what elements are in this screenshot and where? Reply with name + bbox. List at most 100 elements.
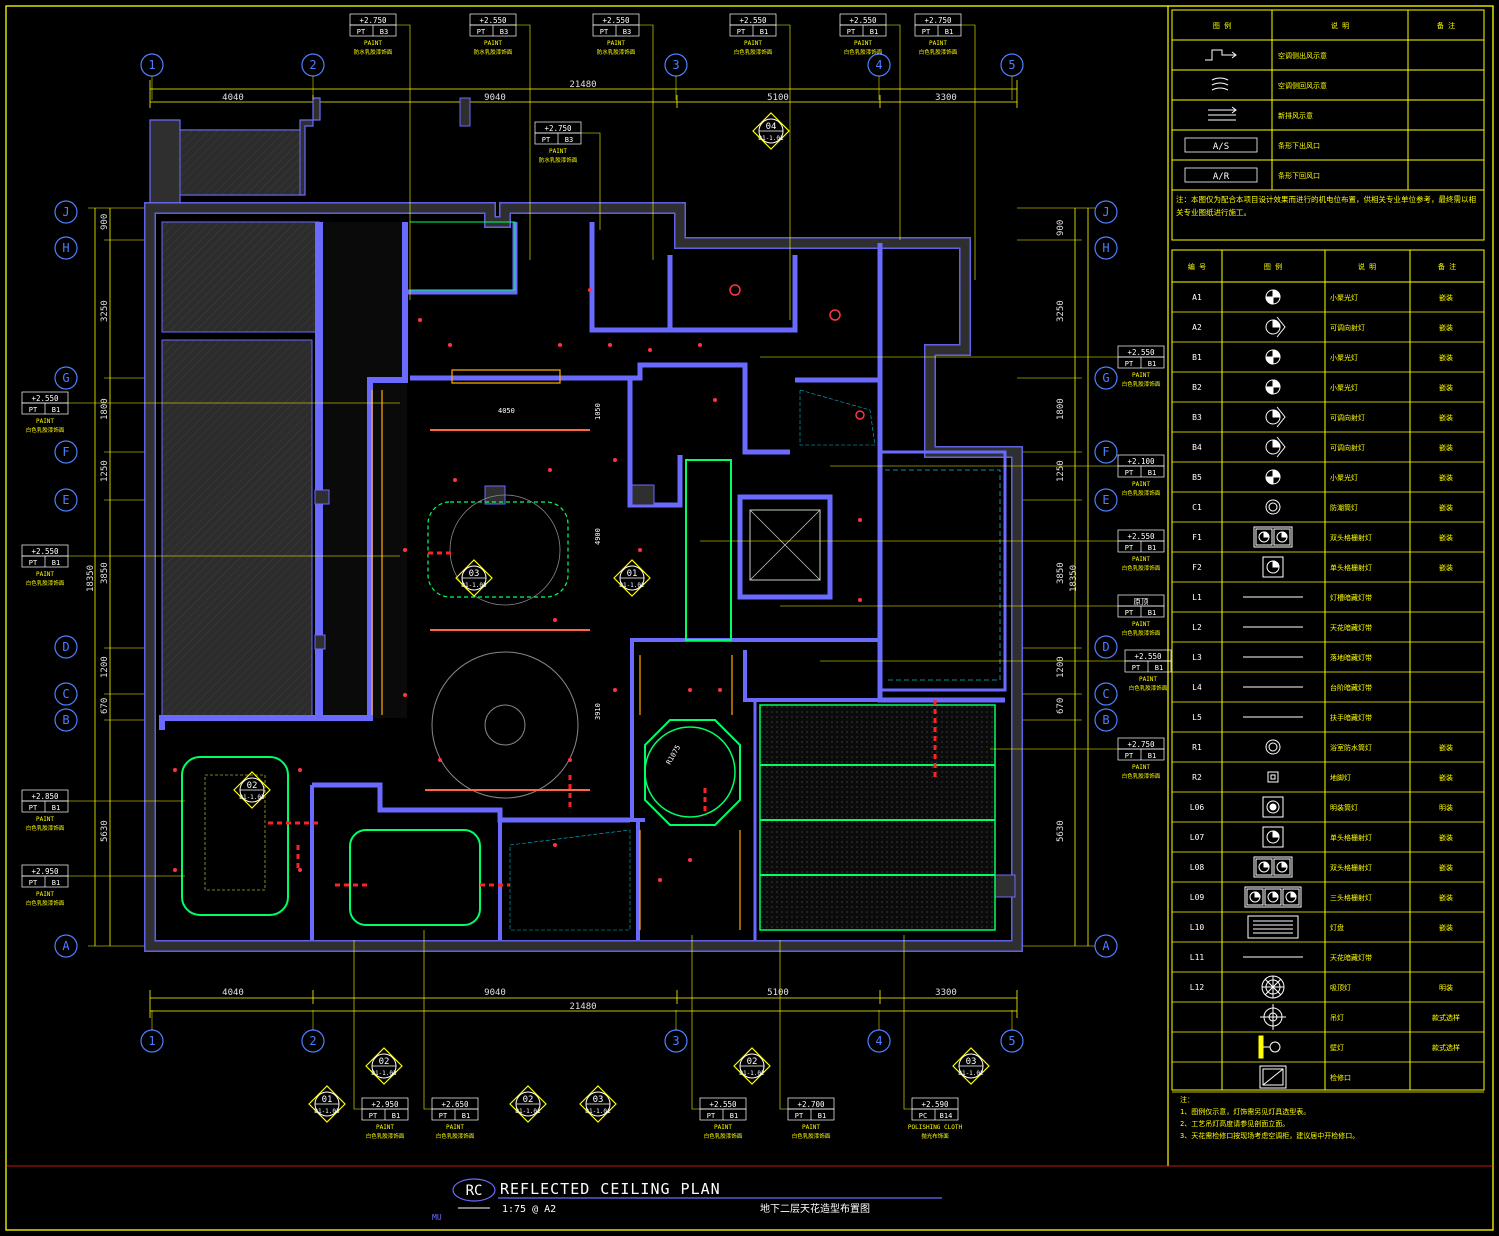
grid-letter: H — [62, 241, 69, 255]
light-code: L06 — [1190, 803, 1205, 812]
light-description: 天花暗藏灯带 — [1330, 623, 1372, 632]
tag-code: PT — [737, 28, 746, 36]
light-remark: 明装 — [1439, 803, 1453, 812]
tag-finish: PAINT — [364, 40, 382, 47]
room-dimension: 3910 — [594, 703, 602, 720]
supply-air-icon — [1205, 49, 1237, 61]
light-description: 吸顶灯 — [1330, 983, 1351, 992]
room-dimension: 4900 — [594, 528, 602, 545]
light-description: 浴室防水筒灯 — [1330, 743, 1372, 752]
section-reference: D1-1.03 — [239, 794, 265, 801]
section-reference: D1-1.03 — [371, 1070, 397, 1077]
tag-finish: PAINT — [744, 40, 762, 47]
tag-level: +2.550 — [849, 16, 877, 25]
grid-bubble-B: B — [54, 708, 78, 732]
light-remark: 嵌装 — [1439, 773, 1453, 782]
tag-finish: PAINT — [36, 816, 54, 823]
access-panel-icon — [1259, 1065, 1287, 1089]
grid-number: 2 — [309, 1034, 316, 1048]
title-block: RC REFLECTED CEILING PLAN 1:75 @ A2 地下二层… — [432, 1178, 942, 1222]
triple-grille-light-icon — [1244, 886, 1302, 908]
grid-bubble-5: 5 — [1000, 1029, 1024, 1053]
grid-bubble-A: A — [1094, 934, 1118, 958]
light-code: C1 — [1192, 503, 1202, 512]
tag-code: PT — [1125, 469, 1134, 477]
section-reference: D1-1.01 — [758, 135, 784, 142]
light-description: 灯盘 — [1330, 923, 1344, 932]
tag-finish: PAINT — [1132, 556, 1150, 563]
tag-finish: PAINT — [376, 1124, 394, 1131]
light-description: 扶手暗藏灯带 — [1330, 713, 1372, 722]
light-code: F1 — [1192, 533, 1202, 542]
sheet-frame — [5, 5, 1494, 1231]
grid-bubble-J: J — [54, 200, 78, 224]
hatched-storage — [161, 339, 313, 719]
tag-ref: B1 — [1148, 469, 1156, 477]
grid-number: 5 — [1008, 1034, 1015, 1048]
grid-letter: H — [1102, 241, 1109, 255]
grid-number: 1 — [148, 58, 155, 72]
grid-bubble-F: F — [54, 440, 78, 464]
light-code: A2 — [1192, 323, 1202, 332]
tag-finish: PAINT — [1132, 764, 1150, 771]
section-marks: 04D1-1.0103D1-1.0301D1-1.0202D1-1.0302D1… — [233, 112, 990, 1123]
grid-letter: C — [1102, 687, 1109, 701]
light-remark: 嵌装 — [1439, 353, 1453, 362]
adjustable-downlight-icon — [1265, 316, 1286, 338]
grid-letter: J — [1102, 205, 1109, 219]
chandelier-icon — [1260, 1004, 1286, 1030]
light-code: B4 — [1192, 443, 1202, 452]
tag-level: +2.850 — [31, 792, 59, 801]
tag-finish: PAINT — [36, 891, 54, 898]
tag-code: PT — [369, 1112, 378, 1120]
light-remark: 嵌装 — [1439, 293, 1453, 302]
note-line: 1、图例仅示意，灯饰需另见灯具选型表。 — [1180, 1107, 1310, 1116]
tag-finish: PAINT — [1139, 676, 1157, 683]
tag-note: 白色乳胶漆饰面 — [366, 1132, 405, 1140]
adjustable-downlight-icon — [1265, 406, 1286, 428]
section-number: 02 — [523, 1095, 534, 1105]
bay-dimension: 9040 — [484, 988, 506, 998]
section-reference: D1-1.03 — [461, 582, 487, 589]
grid-bubble-E: E — [1094, 488, 1118, 512]
grid-bubble-F: F — [1094, 440, 1118, 464]
bottom-dimension-line: 4040 9040 5100 3300 21480 — [149, 988, 1018, 1018]
light-description: 地脚灯 — [1330, 773, 1351, 782]
light-description: 落地暗藏灯带 — [1330, 653, 1372, 662]
tag-level: +2.550 — [1127, 348, 1155, 357]
grid-bubble-G: G — [54, 366, 78, 390]
tag-finish: PAINT — [714, 1124, 732, 1131]
tag-level: +2.950 — [371, 1100, 399, 1109]
ceiling-lamp-icon — [1261, 975, 1285, 999]
tag-ref: B1 — [392, 1112, 400, 1120]
lights-header: 备 注 — [1438, 262, 1456, 271]
tag-note: 白色乳胶漆饰面 — [919, 48, 958, 56]
grid-letter: B — [62, 713, 69, 727]
legend-row-label: 条形下回风口 — [1278, 171, 1320, 180]
legend-header: 说 明 — [1331, 21, 1349, 30]
title-code: RC — [466, 1183, 483, 1199]
section-number: 04 — [766, 122, 777, 132]
